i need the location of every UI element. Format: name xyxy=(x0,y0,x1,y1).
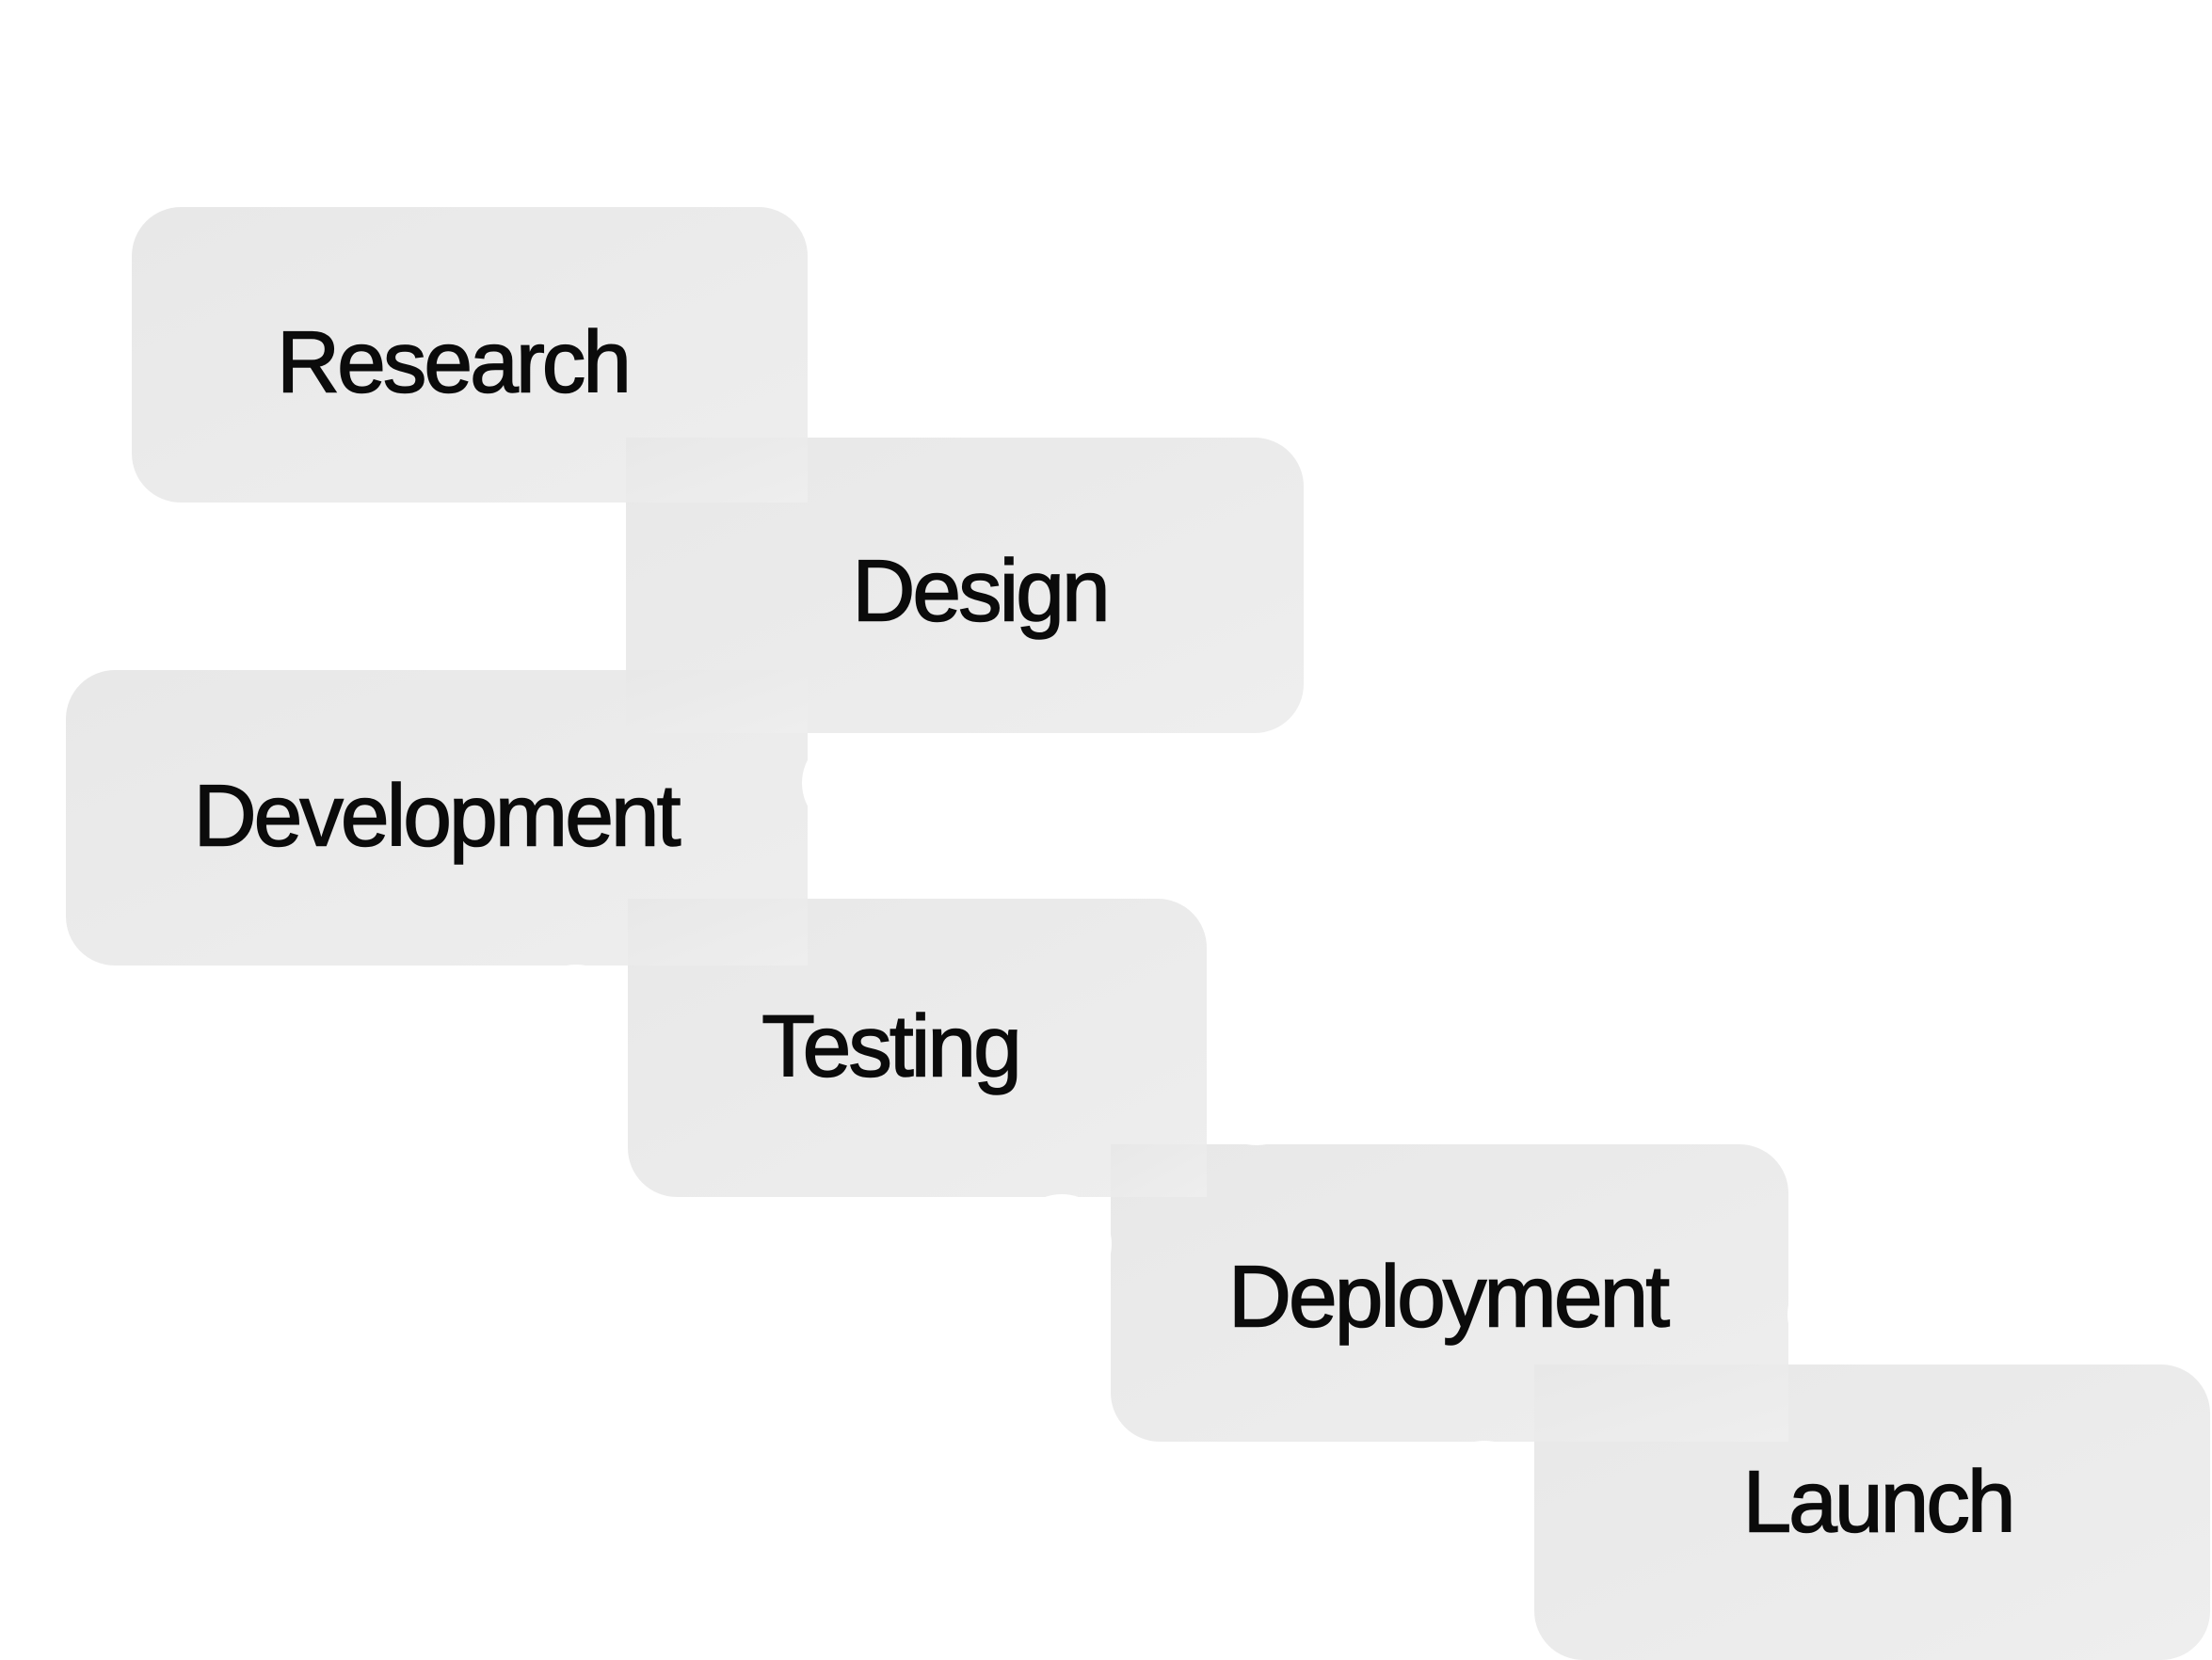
step-blocks xyxy=(66,207,2210,1660)
notch-testing-bottom xyxy=(1012,1194,1112,1294)
step-label-research: Research xyxy=(276,312,633,411)
notch-deployment-bottom xyxy=(1435,1441,1534,1540)
step-label-deployment: Deployment xyxy=(1227,1247,1671,1346)
step-label-launch: Launch xyxy=(1742,1452,2017,1551)
step-joint-4 xyxy=(1111,1144,1207,1197)
step-label-testing: Testing xyxy=(761,997,1022,1095)
notch-design-development xyxy=(802,733,902,833)
step-joint-1 xyxy=(626,438,808,503)
step-block-testing xyxy=(628,899,1207,1197)
step-joint-5 xyxy=(1534,1365,1788,1442)
notch-research-design xyxy=(809,338,908,438)
step-block-research xyxy=(132,207,808,503)
step-label-design: Design xyxy=(852,541,1112,640)
step-notches xyxy=(526,338,1887,1540)
step-block-design xyxy=(626,438,1304,733)
step-joint-2 xyxy=(626,670,808,733)
step-block-development xyxy=(66,670,808,966)
step-joint-3 xyxy=(628,899,808,966)
step-label-development: Development xyxy=(193,766,681,865)
notch-research-development-top xyxy=(526,503,626,602)
notch-development-testing xyxy=(526,965,626,1064)
notch-testing-deployment xyxy=(1207,1045,1306,1145)
notch-deployment-launch xyxy=(1787,1265,1887,1365)
